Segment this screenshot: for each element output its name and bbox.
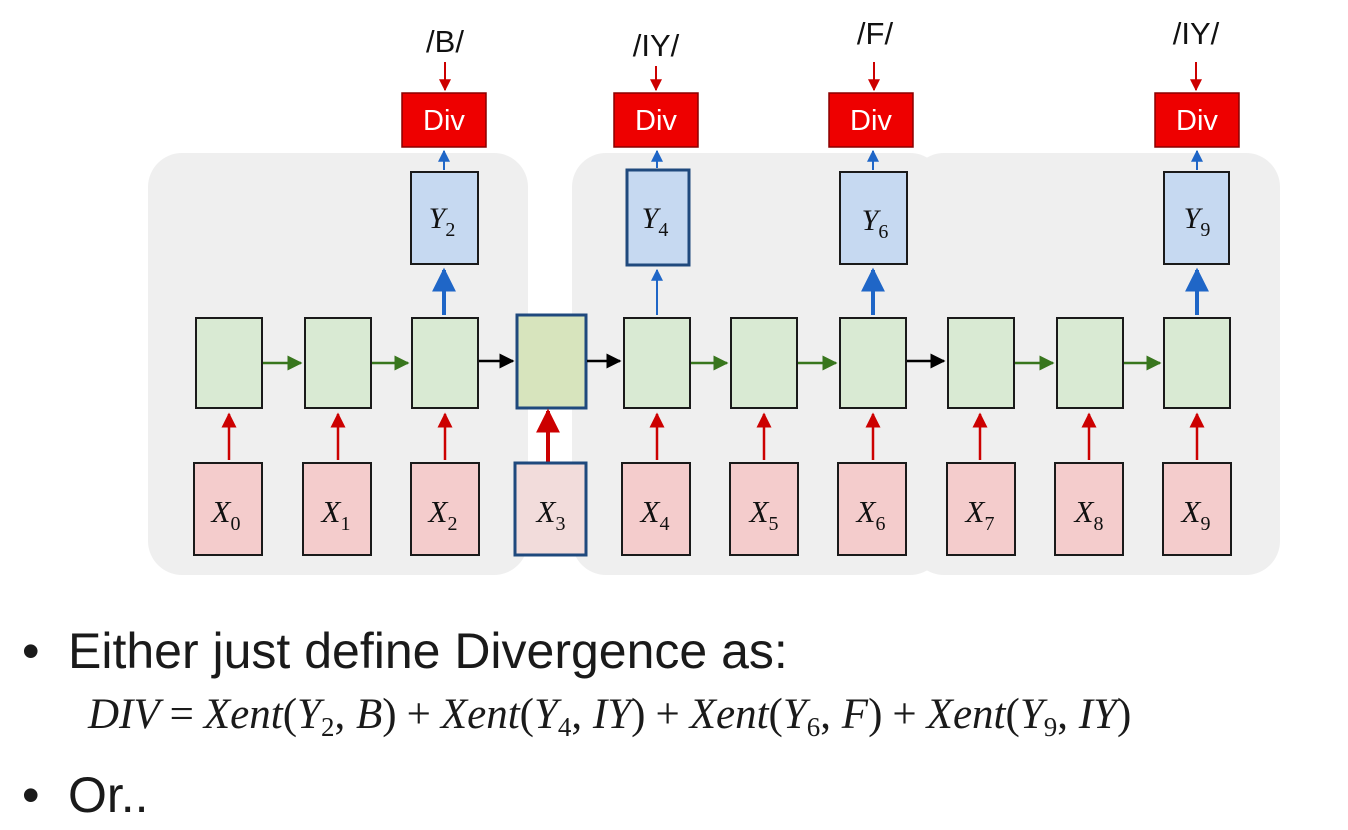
svg-text:X3: X3 (535, 494, 566, 535)
target-label-6: /F/ (857, 16, 894, 51)
output-subscript: 9 (1200, 219, 1210, 241)
output-box-y2: Y2 (410, 171, 479, 265)
output-box-y4: Y4 (625, 168, 691, 267)
bullet-item-or: • Or.. (22, 766, 149, 824)
input-symbol: X (1073, 494, 1095, 529)
input-symbol: X (748, 494, 770, 529)
svg-text:Y6: Y6 (862, 204, 889, 243)
input-box-x6: X6 (837, 462, 907, 556)
hidden-box-6 (839, 317, 907, 409)
div-box-9: Div (1154, 92, 1240, 148)
hidden-box-8 (1056, 317, 1124, 409)
target-label-2: /B/ (426, 24, 464, 59)
svg-text:X2: X2 (427, 494, 458, 535)
div-box-label: Div (635, 105, 677, 137)
input-subscript: 0 (230, 513, 240, 535)
input-box-x0: X0 (193, 462, 263, 556)
div-box-2: Div (401, 92, 487, 148)
input-subscript: 1 (340, 513, 350, 535)
input-symbol: X (535, 494, 557, 529)
target-label-4: /IY/ (633, 28, 680, 63)
div-box-label: Div (850, 105, 892, 137)
svg-text:X8: X8 (1073, 494, 1104, 535)
divergence-formula: DIV=Xent(Y2, B)+Xent(Y4, IY)+Xent(Y6, F)… (88, 690, 1131, 743)
input-subscript: 3 (555, 513, 565, 535)
input-box-x8: X8 (1054, 462, 1124, 556)
formula-term: Xent(Y9, IY) (926, 691, 1132, 742)
input-box-x5: X5 (729, 462, 799, 556)
svg-text:X0: X0 (210, 494, 241, 535)
input-box-x7: X7 (946, 462, 1016, 556)
svg-text:X5: X5 (748, 494, 779, 535)
formula-equals: = (169, 691, 194, 738)
rnn-diagram: /B/ /IY/ /F/ /IY/ Div Div Div Div Y2 Y4 … (148, 16, 1280, 575)
output-subscript: 4 (658, 219, 668, 241)
hidden-box-7 (947, 317, 1015, 409)
output-subscript: 2 (445, 219, 455, 241)
input-subscript: 5 (768, 513, 778, 535)
input-symbol: X (639, 494, 661, 529)
svg-text:X4: X4 (639, 494, 670, 535)
formula-lhs: DIV (88, 691, 160, 738)
hidden-box-1 (304, 317, 372, 409)
formula-term: Xent(Y4, IY) (440, 691, 646, 742)
hidden-box-2 (411, 317, 479, 409)
svg-text:X7: X7 (964, 494, 995, 535)
hidden-box-5 (730, 317, 798, 409)
input-box-x2: X2 (410, 462, 480, 556)
bullet-text: Either just define Divergence as: (68, 623, 788, 679)
svg-text:Y9: Y9 (1184, 202, 1211, 241)
output-symbol: Y (1184, 202, 1204, 235)
bullet-text: Or.. (68, 767, 149, 823)
div-box-6: Div (828, 92, 914, 148)
svg-text:X9: X9 (1180, 494, 1211, 535)
output-symbol: Y (862, 204, 882, 237)
hidden-box-9 (1163, 317, 1231, 409)
output-subscript: 6 (878, 221, 888, 243)
hidden-box-3 (515, 313, 588, 410)
input-symbol: X (855, 494, 877, 529)
input-subscript: 6 (875, 513, 885, 535)
input-subscript: 7 (984, 513, 994, 535)
input-box-x4: X4 (621, 462, 691, 556)
hidden-box-4 (623, 317, 691, 409)
input-subscript: 8 (1093, 513, 1103, 535)
bullet-item-definition: • Either just define Divergence as: (22, 622, 788, 680)
output-box-y9: Y9 (1163, 171, 1230, 265)
input-symbol: X (964, 494, 986, 529)
hidden-box-0 (195, 317, 263, 409)
input-subscript: 4 (659, 513, 669, 535)
formula-plus: + (892, 691, 917, 738)
input-symbol: X (427, 494, 449, 529)
output-symbol: Y (642, 202, 662, 235)
target-label-9: /IY/ (1173, 16, 1220, 51)
output-box-y6: Y6 (839, 171, 908, 265)
formula-term: Xent(Y2, B) (203, 691, 397, 742)
div-box-4: Div (613, 92, 699, 148)
div-box-label: Div (423, 105, 465, 137)
formula-term: Xent(Y6, F) (689, 691, 883, 742)
input-subscript: 9 (1200, 513, 1210, 535)
svg-text:X1: X1 (320, 494, 351, 535)
bullet-dot-icon: • (22, 767, 40, 823)
div-box-label: Div (1176, 105, 1218, 137)
formula-plus: + (406, 691, 431, 738)
bullet-dot-icon: • (22, 623, 40, 679)
svg-text:Y2: Y2 (429, 202, 456, 241)
input-symbol: X (1180, 494, 1202, 529)
svg-text:Y4: Y4 (642, 202, 669, 241)
formula-plus: + (655, 691, 680, 738)
input-symbol: X (320, 494, 342, 529)
output-symbol: Y (429, 202, 449, 235)
input-subscript: 2 (447, 513, 457, 535)
input-box-x9: X9 (1162, 462, 1232, 556)
input-symbol: X (210, 494, 232, 529)
svg-text:X6: X6 (855, 494, 886, 535)
input-box-x3: X3 (513, 461, 588, 557)
input-box-x1: X1 (302, 462, 372, 556)
